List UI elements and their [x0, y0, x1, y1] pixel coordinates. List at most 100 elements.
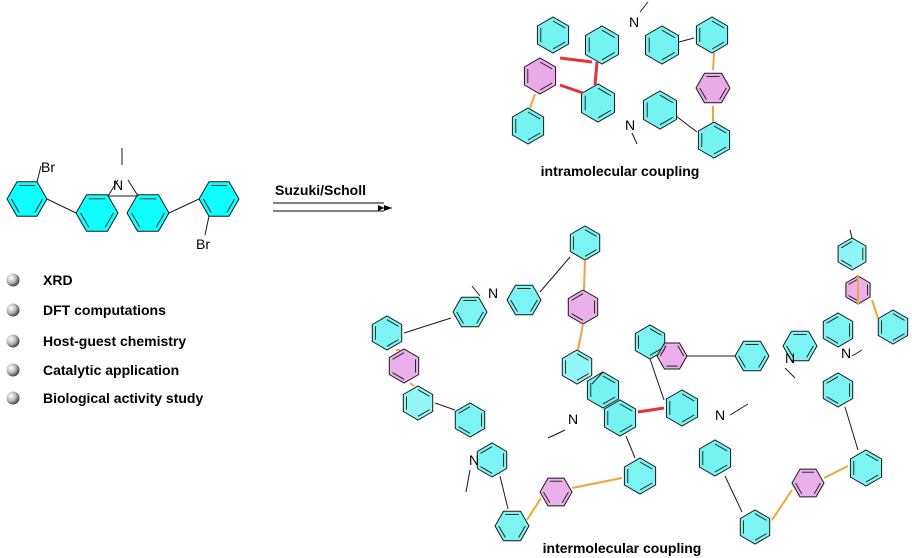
inter-nitrogen-label-6: N: [841, 345, 851, 361]
double-bond-line: [639, 461, 653, 470]
double-bond-line: [711, 41, 725, 50]
methyl-bond: [784, 367, 796, 379]
double-bond-line: [539, 82, 553, 91]
double-bond-line: [865, 474, 879, 483]
double-bond-line: [539, 61, 553, 70]
double-bond-line: [226, 198, 235, 213]
double-bond-line: [417, 409, 430, 417]
double-bond-line: [848, 295, 859, 302]
bond-line: [46, 198, 77, 214]
double-bond-line: [795, 482, 803, 495]
aryl-aryl-bond: [712, 52, 715, 71]
double-bond-line: [738, 355, 746, 368]
double-bond-line: [458, 406, 471, 414]
double-bond-line: [661, 52, 676, 61]
bond-line: [724, 475, 743, 513]
carbazole-ring: [454, 402, 486, 438]
bond-line: [434, 402, 456, 411]
double-bond-line: [203, 198, 212, 213]
double-bond-line: [699, 87, 707, 100]
double-bond-line: [530, 299, 538, 312]
double-bond-line: [601, 29, 616, 38]
study-item-catalytic: Catalytic application: [43, 362, 179, 378]
bond-line: [625, 435, 636, 459]
aryl-aryl-bond: [526, 497, 542, 521]
double-bond-line: [892, 333, 905, 341]
double-bond-line: [510, 299, 518, 312]
double-bond-line: [826, 336, 839, 344]
aryl-ring: [536, 16, 570, 54]
aryl-ring: [561, 349, 593, 385]
scholl-bond: [593, 61, 599, 86]
double-bond-line: [602, 396, 616, 405]
methyl-bond: [465, 469, 471, 493]
aryl-aryl-bond: [823, 465, 849, 479]
pink-ring: [791, 468, 825, 498]
double-bond-line: [840, 241, 853, 249]
double-bond-line: [713, 125, 727, 134]
aryl-ring: [494, 510, 530, 542]
bond-line: [168, 198, 200, 214]
carbazole-ring: [586, 371, 620, 409]
reaction-arrow: [273, 202, 392, 212]
double-bond-line: [571, 313, 584, 321]
double-bond-line: [619, 424, 633, 433]
scholl-bond: [637, 406, 665, 414]
aryl-ring: [511, 107, 545, 145]
intra-nitrogen-label-top: N: [629, 14, 639, 30]
double-bond-line: [601, 52, 616, 61]
double-bond-line: [561, 491, 569, 504]
study-item-host-guest: Host-guest chemistry: [43, 333, 186, 349]
bond-line: [539, 256, 571, 293]
double-bond-line: [826, 316, 839, 324]
study-list: [6, 273, 20, 405]
study-item-dft: DFT computations: [43, 302, 166, 318]
aryl-aryl-bond: [871, 299, 879, 319]
inter-nitrogen-label-4: N: [715, 407, 725, 423]
carbazole-ring: [603, 399, 637, 437]
methyl-bond: [631, 132, 638, 145]
bullet-icon: [6, 303, 20, 317]
reaction-conditions-label: Suzuki/Scholl: [275, 182, 366, 198]
double-bond-line: [865, 453, 879, 462]
pink-ring: [567, 289, 599, 325]
bond-line: [849, 229, 853, 239]
double-bond-line: [527, 111, 541, 120]
c-br-bond: [204, 215, 210, 236]
inter-nitrogen-label-5: N: [785, 350, 795, 366]
bond-line: [678, 37, 695, 43]
double-bond-line: [649, 348, 662, 356]
intramolecular-caption: intramolecular coupling: [541, 163, 700, 179]
double-bond-line: [571, 293, 584, 301]
carbazole-ring: [506, 284, 542, 316]
double-bond-line: [584, 249, 597, 257]
bullet-icon: [6, 391, 20, 405]
double-bond-line: [155, 212, 165, 228]
methyl-bond: [851, 349, 863, 357]
intramolecular-product-molecule: [511, 1, 731, 159]
double-bond-line: [552, 41, 566, 50]
starting-material-molecule: [6, 148, 240, 236]
double-bond-line: [386, 319, 399, 327]
aryl-ring: [849, 449, 883, 487]
pink-ring: [388, 348, 420, 384]
double-bond-line: [659, 345, 667, 357]
double-bond-line: [417, 389, 430, 397]
double-bond-line: [806, 345, 814, 358]
double-bond-line: [602, 375, 616, 384]
double-bond-line: [576, 353, 589, 361]
aryl-ring: [877, 309, 909, 345]
double-bond-line: [754, 513, 767, 521]
double-bond-line: [456, 311, 464, 324]
double-bond-line: [619, 403, 633, 412]
carbazole-ring: [698, 439, 732, 477]
double-bond-line: [711, 20, 725, 29]
double-bond-line: [826, 376, 839, 384]
double-bond-line: [661, 29, 676, 38]
bond-line: [675, 115, 698, 133]
bond-line: [844, 406, 859, 451]
carbazole-ring: [452, 296, 488, 328]
double-bond-line: [584, 229, 597, 237]
aryl-aryl-bond: [771, 489, 793, 521]
